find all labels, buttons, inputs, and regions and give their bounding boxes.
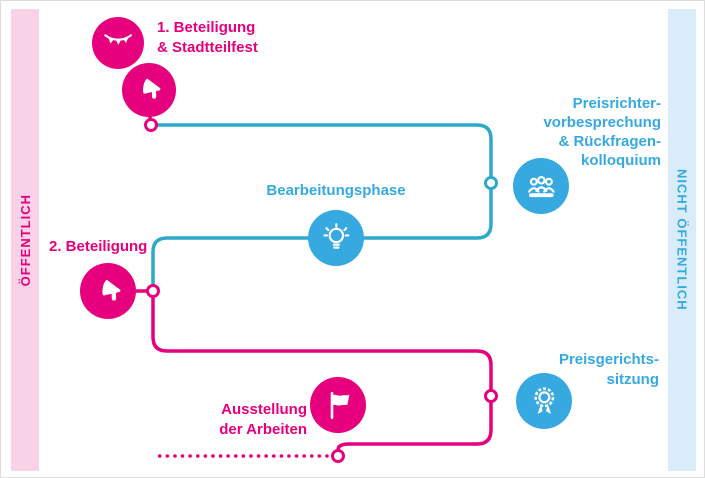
flow-line-upper bbox=[149, 123, 493, 293]
milestone-preisgericht-circle bbox=[516, 373, 572, 429]
label-ausstellung: Ausstellung der Arbeiten bbox=[219, 401, 307, 438]
non-public-band-label: NICHT ÖFFENTLICH bbox=[674, 169, 690, 311]
milestone-preisrichter-circle bbox=[513, 158, 569, 214]
connector-node-5 bbox=[331, 449, 345, 463]
bunting-icon bbox=[104, 34, 132, 45]
label-beteiligung1: 1. Beteiligung & Stadtteilfest bbox=[157, 19, 258, 56]
label-preisgericht: Preisgerichts- sitzung bbox=[558, 351, 659, 388]
lightbulb-icon bbox=[323, 222, 349, 249]
megaphone-icon bbox=[102, 279, 121, 301]
milestone-beteiligung2-circle bbox=[80, 263, 136, 319]
milestone-festival-circle bbox=[92, 17, 144, 69]
milestone-ausstellung-circle bbox=[310, 377, 366, 433]
label-bearbeitungsphase: Bearbeitungsphase bbox=[266, 182, 406, 199]
public-band: ÖFFENTLICH bbox=[11, 9, 39, 471]
label-beteiligung2: 2. Beteiligung bbox=[49, 238, 148, 255]
flag-icon bbox=[330, 391, 349, 419]
jury-icon bbox=[527, 175, 555, 197]
label-preisrichter: Preisrichter- vorbesprechung & Rückfrage… bbox=[543, 95, 661, 169]
connector-node-1 bbox=[144, 118, 158, 132]
connector-node-2 bbox=[484, 176, 498, 190]
milestone-bearbeitungsphase-circle bbox=[308, 210, 364, 266]
flow-line-lower bbox=[151, 289, 493, 452]
medal-icon bbox=[534, 386, 554, 414]
connector-node-3 bbox=[146, 284, 160, 298]
megaphone-icon bbox=[143, 79, 161, 99]
milestone-beteiligung1-circle bbox=[122, 63, 176, 117]
non-public-band: NICHT ÖFFENTLICH bbox=[668, 9, 696, 471]
connector-node-4 bbox=[484, 389, 498, 403]
